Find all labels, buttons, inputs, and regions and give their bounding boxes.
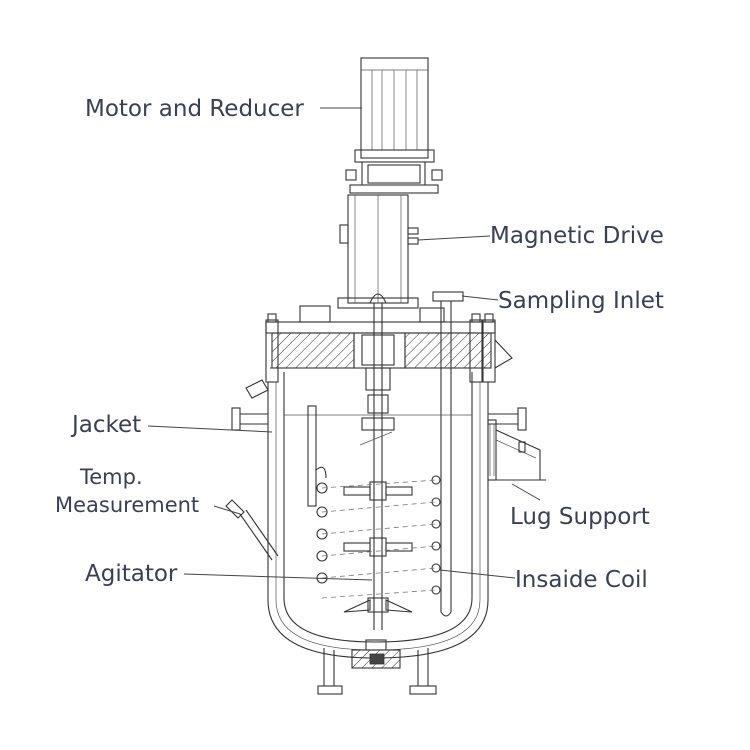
- top-flange: [265, 305, 513, 383]
- support-legs: [317, 648, 437, 695]
- label-lug-support: Lug Support: [510, 504, 650, 530]
- jacket-nozzles: [231, 379, 527, 431]
- temperature-probe: [225, 499, 279, 561]
- leader-lines: [147, 107, 541, 581]
- motor-and-reducer: [345, 57, 443, 194]
- label-agitator: Agitator: [85, 561, 178, 587]
- agitator: [343, 303, 413, 630]
- callout-labels: Motor and Reducer Magnetic Drive Samplin…: [55, 96, 664, 593]
- inside-coil: [307, 405, 441, 599]
- label-sampling-inlet: Sampling Inlet: [498, 288, 664, 314]
- label-temp-line1: Temp.: [79, 465, 143, 489]
- lug-support: [495, 429, 546, 481]
- label-temp-line2: Measurement: [55, 493, 199, 517]
- label-inside-coil: Insaide Coil: [515, 567, 648, 593]
- bottom-valve: [351, 639, 401, 669]
- magnetic-drive: [337, 194, 419, 309]
- label-magnetic-drive: Magnetic Drive: [490, 223, 664, 249]
- label-jacket: Jacket: [70, 412, 141, 438]
- label-motor: Motor and Reducer: [85, 96, 304, 122]
